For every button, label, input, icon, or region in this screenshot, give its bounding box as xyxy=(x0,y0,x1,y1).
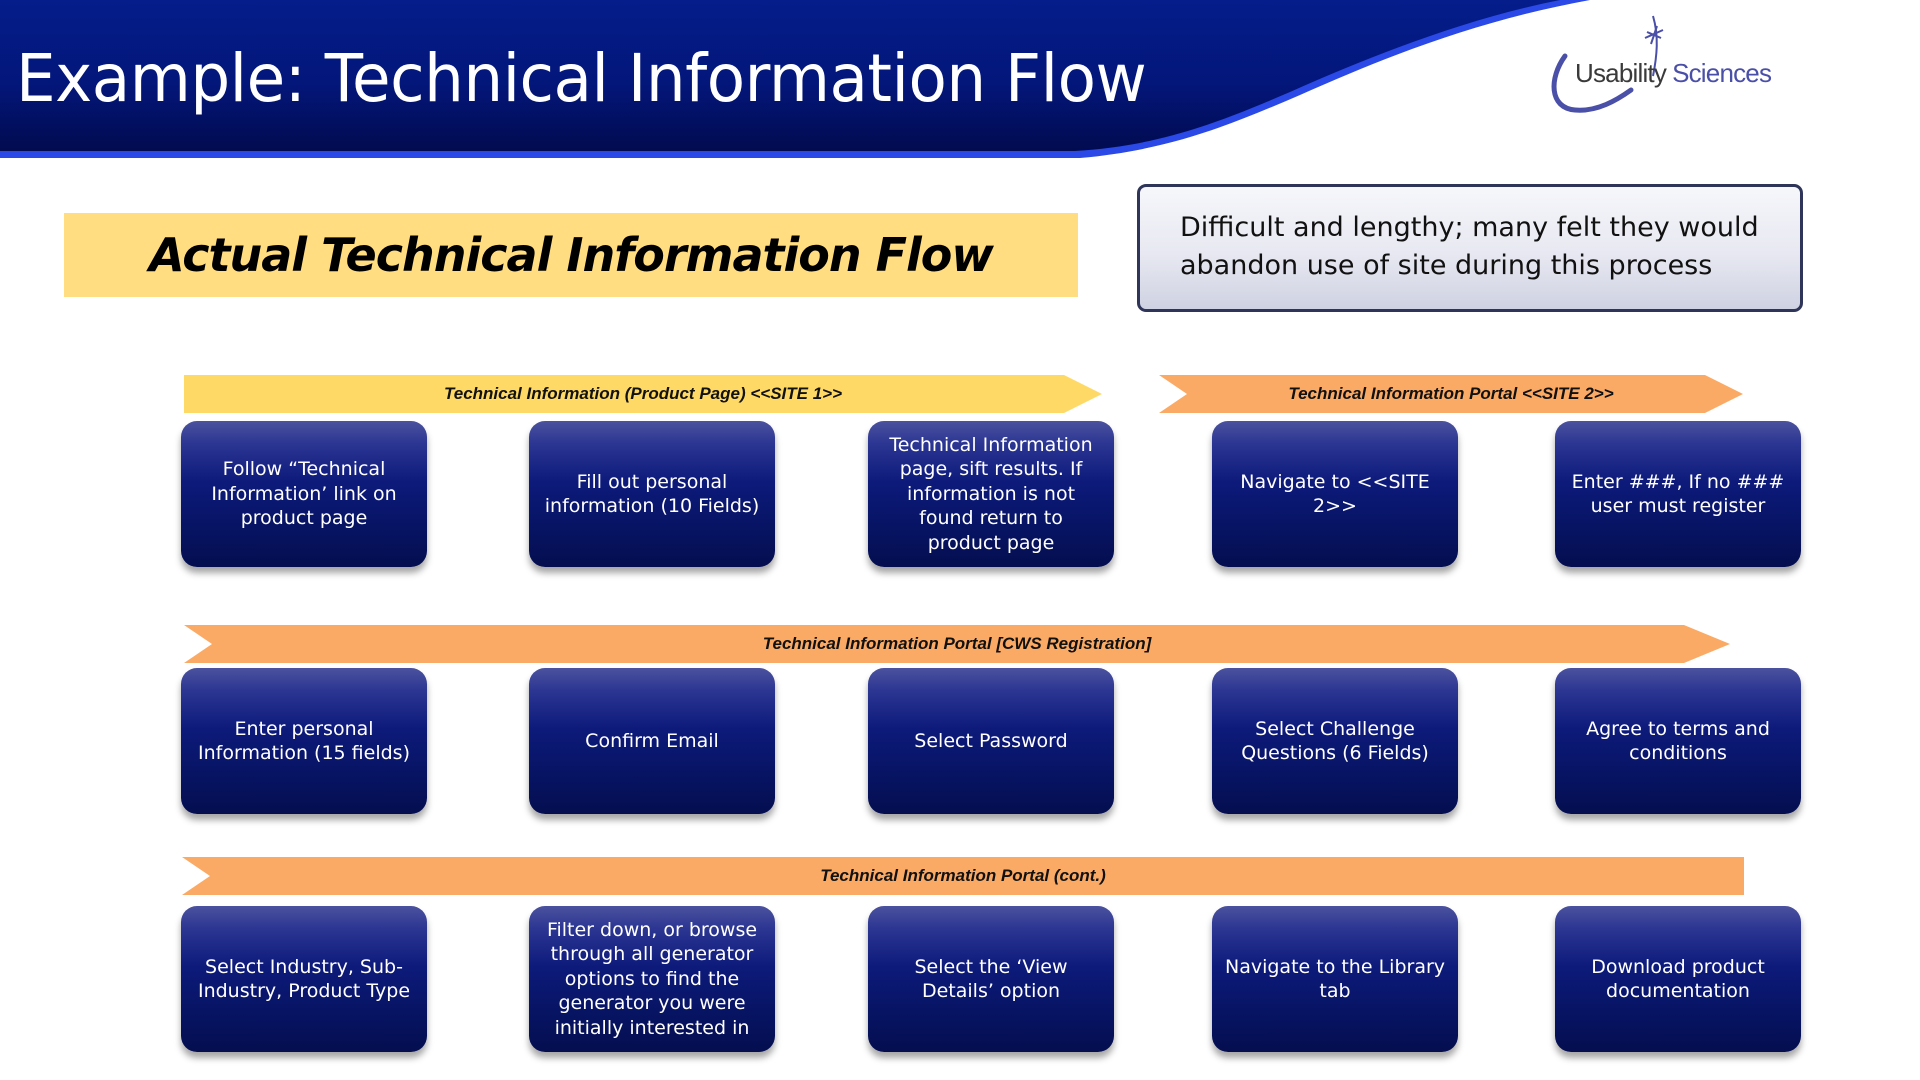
banner-label: Technical Information Portal <<SITE 2>> xyxy=(1288,384,1614,403)
step-label: Select Industry, Sub-Industry, Product T… xyxy=(197,955,411,1003)
step-box: Select Challenge Questions (6 Fields) xyxy=(1212,668,1458,814)
step-box: Filter down, or browse through all gener… xyxy=(529,906,775,1052)
step-label: Technical Information page, sift results… xyxy=(889,433,1093,554)
step-box: Enter ###, If no ### user must register xyxy=(1555,421,1801,567)
right-arrow-icon xyxy=(451,463,503,523)
orange-banner-chevron-shape xyxy=(1159,375,1743,413)
logo-word-usability: Usability xyxy=(1575,58,1667,88)
step-label: Navigate to the Library tab xyxy=(1224,955,1446,1003)
section-title-box: Actual Technical Information Flow xyxy=(64,213,1078,297)
header-background xyxy=(0,0,1560,151)
right-arrow-icon xyxy=(799,948,851,1008)
step-box: Select Industry, Sub-Industry, Product T… xyxy=(181,906,427,1052)
right-arrow-icon xyxy=(111,948,163,1008)
step-label: Select the ‘View Details’ option xyxy=(914,955,1068,1003)
banner-label: Technical Information Portal [CWS Regist… xyxy=(762,634,1152,653)
right-arrow-icon xyxy=(451,948,503,1008)
right-arrow-icon xyxy=(799,463,851,523)
step-label: Enter ###, If no ### user must register xyxy=(1571,470,1785,518)
yellow-banner-arrow-shape xyxy=(184,375,1102,413)
banner-label: Technical Information Portal (cont.) xyxy=(820,866,1106,885)
callout-box: Difficult and lengthy; many felt they wo… xyxy=(1137,184,1803,312)
orange-banner-chevron-shape xyxy=(184,625,1730,663)
step-box: Follow “Technical Information’ link on p… xyxy=(181,421,427,567)
row2-banner-cws-registration: Technical Information Portal [CWS Regist… xyxy=(184,625,1730,663)
step-box: Fill out personal information (10 Fields… xyxy=(529,421,775,567)
step-box: Technical Information page, sift results… xyxy=(868,421,1114,567)
step-box: Confirm Email xyxy=(529,668,775,814)
step-label: Filter down, or browse through all gener… xyxy=(546,918,758,1039)
right-arrow-icon xyxy=(1142,948,1194,1008)
right-arrow-icon xyxy=(451,710,503,770)
right-arrow-icon xyxy=(1142,463,1194,523)
slide-title: Example: Technical Information Flow xyxy=(16,40,1147,117)
step-label: Confirm Email xyxy=(585,729,719,752)
step-box: Download product documentation xyxy=(1555,906,1801,1052)
right-arrow-icon xyxy=(111,710,163,770)
step-box: Select Password xyxy=(868,668,1114,814)
step-label: Agree to terms and conditions xyxy=(1586,717,1770,765)
step-label: Navigate to <<SITE 2>> xyxy=(1240,470,1430,518)
banner-label: Technical Information (Product Page) <<S… xyxy=(443,384,843,403)
right-arrow-icon xyxy=(799,710,851,770)
step-box: Enter personal Information (15 fields) xyxy=(181,668,427,814)
row1-banner-site2: Technical Information Portal <<SITE 2>> xyxy=(1159,375,1743,413)
logo-word-sciences: Sciences xyxy=(1672,58,1772,88)
right-arrow-icon xyxy=(1142,710,1194,770)
right-arrow-icon xyxy=(1487,948,1539,1008)
step-label: Fill out personal information (10 Fields… xyxy=(544,470,760,518)
step-label: Select Challenge Questions (6 Fields) xyxy=(1241,717,1429,765)
step-box: Navigate to <<SITE 2>> xyxy=(1212,421,1458,567)
step-label: Select Password xyxy=(914,729,1068,752)
row1-banner-site1: Technical Information (Product Page) <<S… xyxy=(184,375,1102,413)
step-box: Navigate to the Library tab xyxy=(1212,906,1458,1052)
section-title: Actual Technical Information Flow xyxy=(149,228,994,282)
header-bar xyxy=(0,0,1590,158)
logo-swoosh-icon xyxy=(1551,15,1664,113)
orange-banner-notched-shape xyxy=(182,857,1744,895)
right-arrow-icon xyxy=(1487,463,1539,523)
step-box: Select the ‘View Details’ option xyxy=(868,906,1114,1052)
row3-banner-portal-cont: Technical Information Portal (cont.) xyxy=(182,857,1744,895)
step-label: Follow “Technical Information’ link on p… xyxy=(211,458,397,530)
step-label: Enter personal Information (15 fields) xyxy=(198,717,410,765)
step-box: Agree to terms and conditions xyxy=(1555,668,1801,814)
step-label: Download product documentation xyxy=(1591,955,1765,1003)
right-arrow-icon xyxy=(1487,710,1539,770)
